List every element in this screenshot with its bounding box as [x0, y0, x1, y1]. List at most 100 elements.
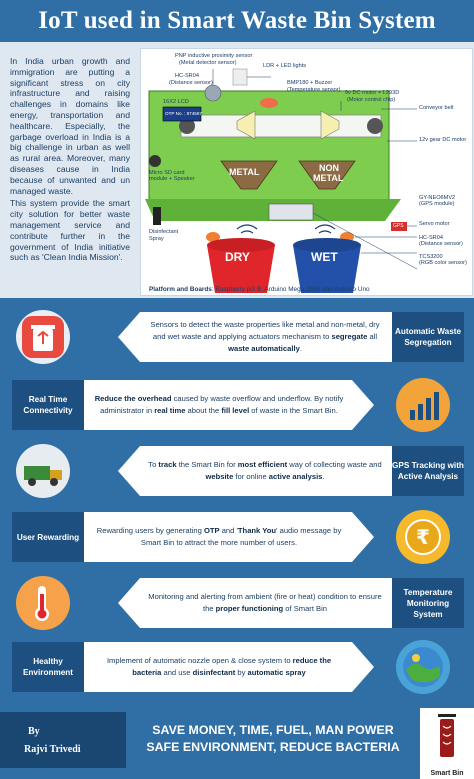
lcd-panel	[162, 106, 202, 122]
label-gear-motor: 12v gear DC motor	[419, 137, 467, 143]
dry-bin-rim	[207, 238, 275, 252]
label-gps-chip: GPS	[393, 223, 404, 229]
rupee-coin-icon: ₹	[396, 510, 450, 564]
label-rgb-sensor: (RGB color sensor)	[419, 260, 467, 266]
feature-row-rewarding: User Rewarding Rewarding users by genera…	[0, 510, 474, 564]
author-box: By Rajvi Trivedi	[0, 712, 126, 768]
ldr-sensor	[232, 68, 248, 86]
wifi-signal-right	[314, 224, 336, 234]
conveyor-belt	[180, 114, 382, 138]
smart-bin-logo: Smart Bin	[420, 708, 474, 779]
label-temperature-sensor: (Temperature sensor)	[287, 87, 341, 93]
recycle-bin-icon	[16, 310, 70, 364]
feature-row-connectivity: Real Time Connectivity Reduce the overhe…	[0, 378, 474, 432]
platform-label: Platform and Boards	[149, 286, 212, 293]
feature-title-connectivity: Real Time Connectivity	[12, 380, 84, 430]
proximity-sensor	[204, 84, 222, 102]
features-section: Sensors to detect the waste properties l…	[0, 298, 474, 702]
label-spray: Spray	[149, 236, 164, 242]
label-metal: METAL	[229, 167, 260, 177]
motor-right	[320, 110, 340, 140]
label-ldr: LDR + LED lights	[263, 63, 307, 69]
signal-bars-icon	[396, 378, 450, 432]
platform-value: : Raspberry pi3 B, Arduino Mega 2560 and…	[211, 286, 370, 293]
feature-title-environment: Healthy Environment	[12, 642, 84, 692]
label-sd-module: module + Speaker	[149, 176, 195, 182]
feature-desc-gps: To track the Smart Bin for most efficien…	[118, 446, 392, 496]
platform-boards: Platform and Boards: Raspberry pi3 B, Ar…	[149, 286, 370, 293]
intro-text: In India urban growth and immigration ar…	[10, 56, 130, 263]
label-hcsr04-top: HC-SR04	[175, 73, 199, 79]
author-name: Rajvi Trivedi	[24, 744, 81, 755]
green-earth-icon	[396, 640, 450, 694]
servo-left	[206, 232, 220, 242]
feature-desc-rewarding: Rewarding users by generating OTP and 'T…	[84, 512, 374, 562]
svg-text:₹: ₹	[416, 525, 430, 549]
wet-bin-rim	[293, 238, 361, 252]
label-hcsr04-bottom: HC-SR04	[419, 235, 443, 241]
dry-bin	[207, 245, 275, 293]
feature-row-gps: To track the Smart Bin for most efficien…	[0, 444, 474, 498]
label-gps-module-desc: (GPS module)	[419, 201, 455, 207]
feature-row-temperature: Monitoring and alerting from ambient (fi…	[0, 576, 474, 630]
feature-desc-segregation: Sensors to detect the waste properties l…	[118, 312, 392, 362]
feature-desc-environment: Implement of automatic nozzle open & clo…	[84, 642, 374, 692]
label-disinfectant: Disinfectant	[149, 229, 179, 235]
page-title: IoT used in Smart Waste Bin System	[38, 7, 436, 34]
label-distance-bottom: (Distance sensor)	[419, 241, 463, 247]
label-lcd: 16X2 LCD	[163, 99, 189, 105]
label-distance-top: (Distance sensor)	[169, 80, 213, 86]
label-servo: Servo motor	[419, 221, 450, 227]
thermometer-icon	[16, 576, 70, 630]
feature-title-segregation: Automatic Waste Segregation	[392, 312, 464, 362]
intro-paragraph-2: This system provide the smart city solut…	[10, 198, 130, 263]
label-tcs3200: TCS3200	[419, 254, 443, 260]
label-sd-card: Micro SD card	[149, 170, 185, 176]
smart-bin-logo-icon	[438, 714, 456, 757]
leader-lines	[212, 69, 418, 270]
label-pnp-sensor: PNP inductive proximity sensor	[175, 53, 253, 59]
logo-caption: Smart Bin	[430, 770, 464, 777]
feature-title-rewarding: User Rewarding	[12, 512, 84, 562]
label-nonmetal-1: NON	[319, 163, 339, 173]
feature-desc-temperature: Monitoring and alerting from ambient (fi…	[118, 578, 392, 628]
slogan-line-2: SAFE ENVIRONMENT, REDUCE BACTERIA	[146, 740, 400, 754]
page-header: IoT used in Smart Waste Bin System	[0, 0, 474, 42]
intro-paragraph-1: In India urban growth and immigration ar…	[10, 56, 130, 196]
label-motor-chip: (Motor control chip)	[347, 97, 396, 103]
label-conveyor-belt: Conveyor belt	[419, 105, 454, 111]
feature-title-gps: GPS Tracking with Active Analysis	[392, 446, 464, 496]
conveyor-roller-left	[179, 118, 195, 134]
conveyor-roller-right	[367, 118, 383, 134]
garbage-truck-icon	[16, 444, 70, 498]
disinfectant-bottle	[153, 207, 161, 225]
metal-funnel	[220, 160, 278, 190]
label-nonmetal-2: METAL	[313, 173, 344, 183]
feature-title-temperature: Temperature Monitoring System	[392, 578, 464, 628]
feature-row-segregation: Sensors to detect the waste properties l…	[0, 310, 474, 364]
feature-desc-connectivity: Reduce the overhead caused by waste over…	[84, 380, 374, 430]
label-metal-detector: (Metal detector sensor)	[179, 60, 237, 66]
smart-bin-diagram: PNP inductive proximity sensor (Metal de…	[140, 48, 473, 296]
label-dc-motor: 9v DC motor + L293D	[345, 90, 400, 96]
wet-bin	[293, 245, 361, 293]
diagram-illustration	[145, 68, 418, 293]
nonmetal-funnel	[298, 160, 356, 190]
motor-left	[236, 110, 256, 140]
gps-module	[391, 222, 407, 231]
label-otp: OTP No. : 874567	[165, 111, 202, 116]
label-dry: DRY	[225, 250, 250, 264]
slogan-line-1: SAVE MONEY, TIME, FUEL, MAN POWER	[152, 723, 394, 737]
buzzer	[260, 98, 278, 108]
intro-section: In India urban growth and immigration ar…	[0, 42, 474, 298]
speaker	[149, 155, 161, 167]
footer: By Rajvi Trivedi SAVE MONEY, TIME, FUEL,…	[0, 702, 474, 779]
slogan: SAVE MONEY, TIME, FUEL, MAN POWER SAFE E…	[132, 722, 414, 756]
label-bmp180: BMP180 + Buzzer	[287, 80, 333, 86]
label-wet: WET	[311, 250, 338, 264]
wifi-signal-left	[236, 224, 258, 234]
label-gps-module: GY-NEO6MV2	[419, 195, 456, 201]
color-sensor-block	[268, 203, 314, 221]
by-label: By	[28, 726, 40, 737]
feature-row-environment: Healthy Environment Implement of automat…	[0, 640, 474, 694]
